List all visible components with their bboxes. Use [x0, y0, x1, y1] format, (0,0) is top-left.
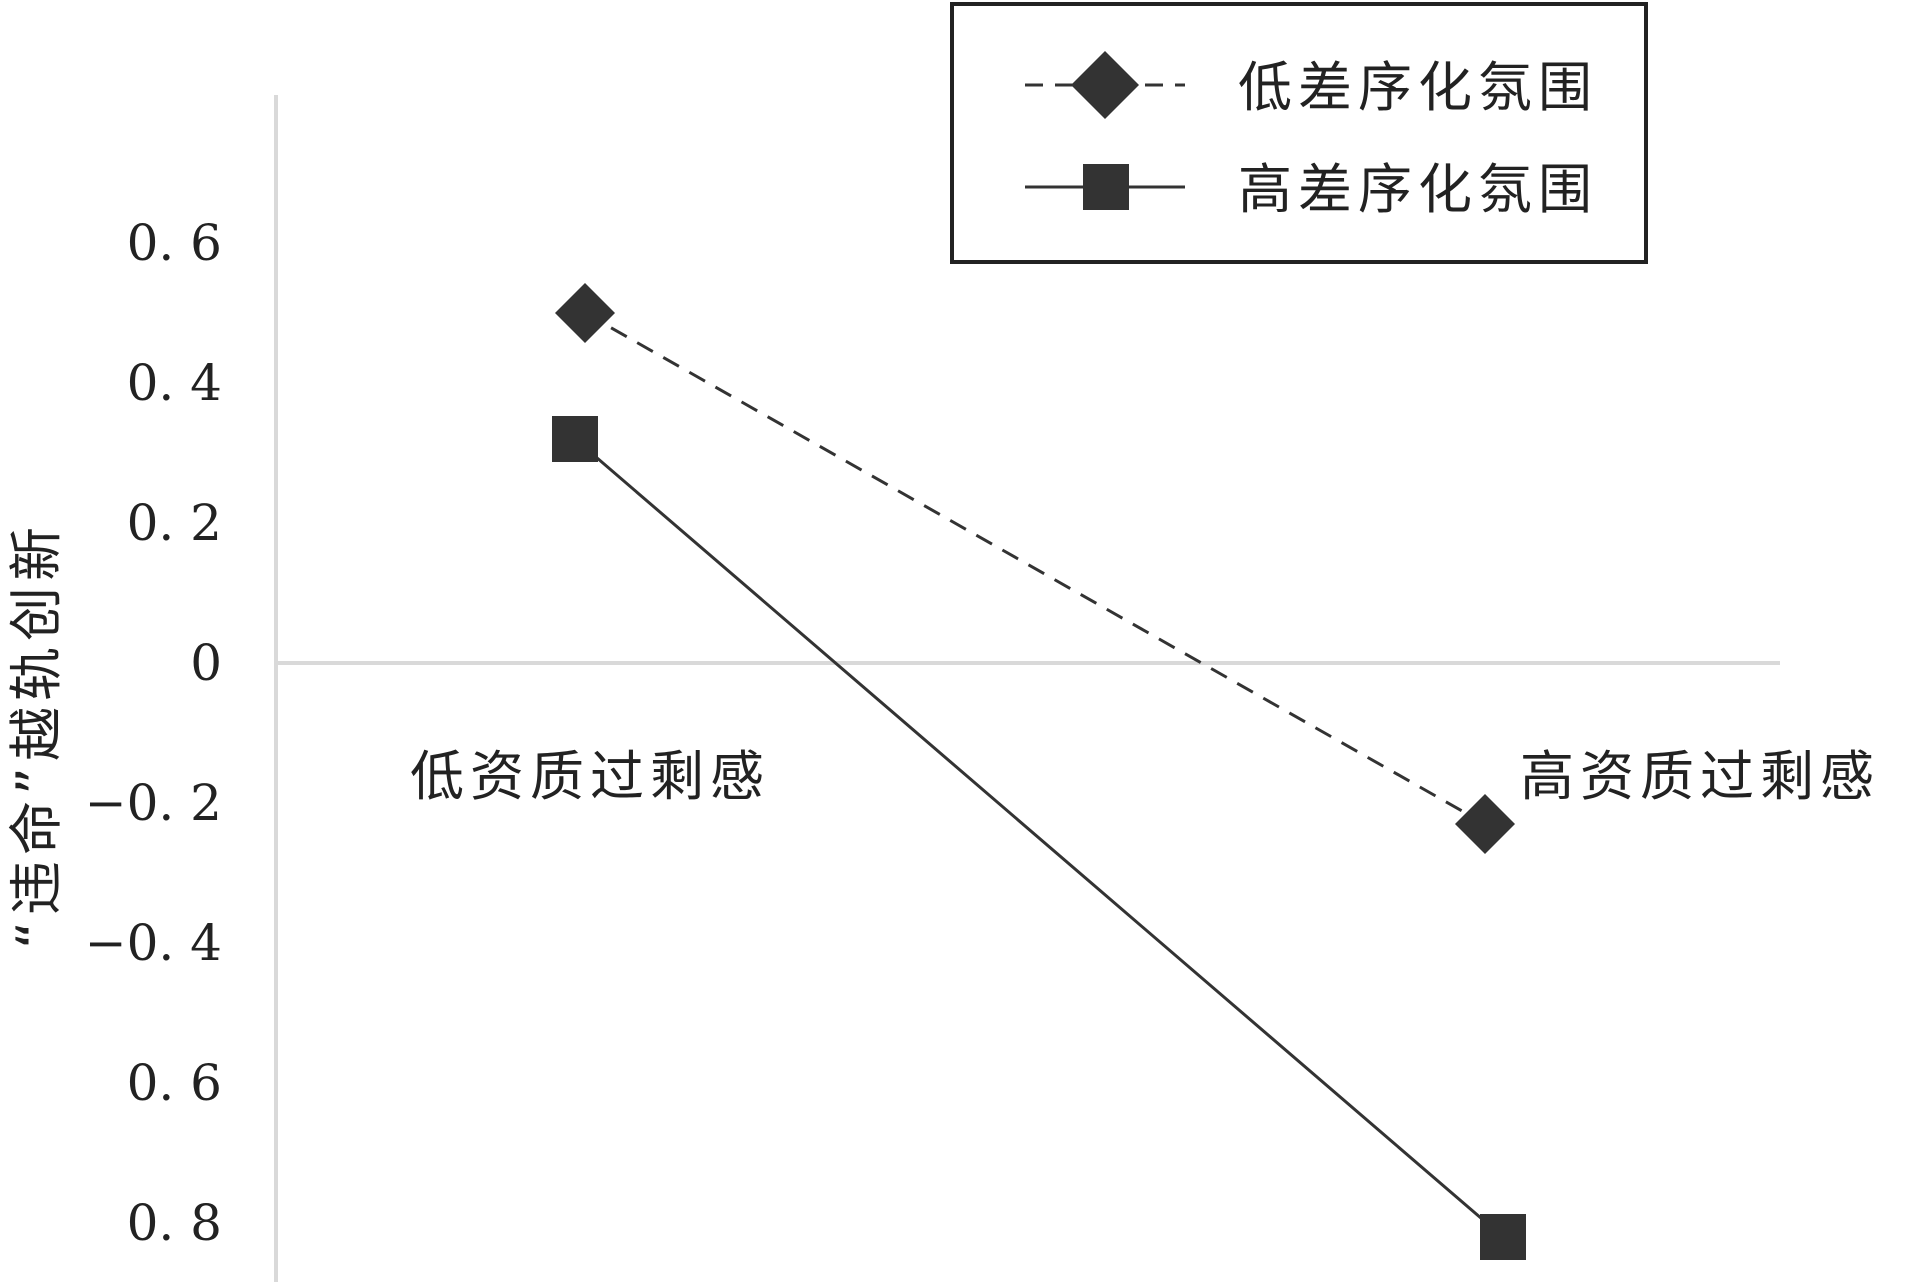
legend-label-high: 高差序化氛围	[1238, 158, 1598, 221]
category-labels: 低资质过剩感 高资质过剩感	[410, 745, 1880, 808]
y-tick-label: 0. 6	[127, 214, 222, 272]
y-tick-label: −0. 2	[85, 774, 222, 832]
data-point-square	[1480, 1214, 1526, 1260]
data-point-diamond	[1455, 794, 1515, 854]
legend-box	[950, 2, 1648, 264]
axes	[274, 95, 1780, 1282]
y-tick-label: −0. 4	[85, 914, 222, 972]
y-tick-label: 0. 2	[127, 494, 222, 552]
y-tick-label: 0. 4	[127, 354, 222, 412]
x-category-label: 高资质过剩感	[1520, 745, 1880, 808]
y-tick-label: 0. 8	[127, 1194, 222, 1252]
legend-diamond-icon	[1071, 51, 1139, 119]
x-category-label: 低资质过剩感	[410, 745, 770, 808]
legend-label-low: 低差序化氛围	[1238, 56, 1598, 119]
data-point-diamond	[555, 283, 615, 343]
series-line	[574, 437, 1504, 1239]
y-tick-label: 0	[190, 634, 222, 692]
y-tick-label: 0. 6	[127, 1054, 222, 1112]
y-tick-labels: 0. 6 0. 4 0. 2 0 −0. 2 −0. 4 0. 6 0. 8	[85, 214, 222, 1252]
data-point-square	[552, 416, 598, 462]
legend: 低差序化氛围 高差序化氛围	[950, 2, 1648, 264]
y-axis-title: “违命”越轨创新	[5, 521, 68, 949]
series-group	[552, 283, 1526, 1260]
legend-square-icon	[1083, 164, 1129, 210]
series-line	[584, 311, 1486, 826]
